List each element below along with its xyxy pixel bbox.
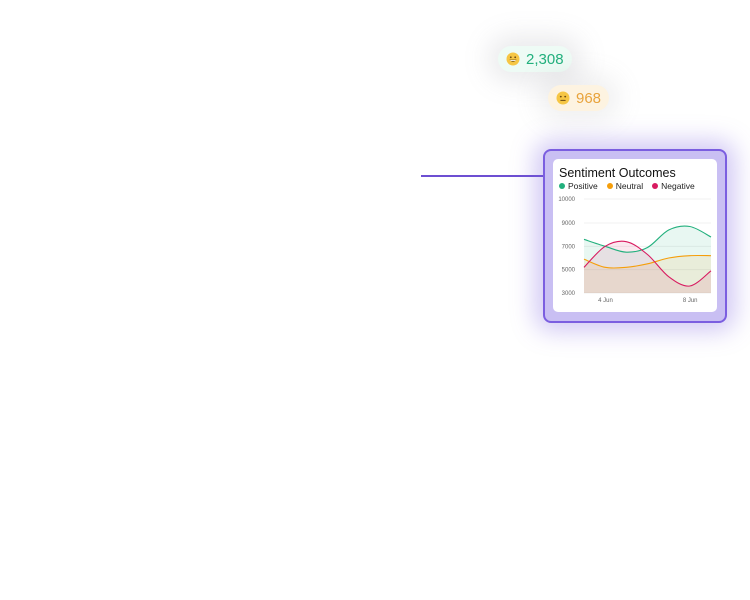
series-area-negative — [584, 241, 711, 293]
chart-legend: Positive Neutral Negative — [559, 181, 695, 191]
y-tick-label: 9000 — [562, 221, 576, 227]
legend-label: Neutral — [615, 181, 644, 191]
positive-count-badge: 2,308 — [498, 46, 572, 72]
legend-item-neutral[interactable]: Neutral — [606, 181, 644, 191]
neutral-count: 968 — [576, 89, 602, 107]
x-tick-label: 4 Jun — [598, 298, 613, 304]
series-area-positive — [584, 226, 711, 293]
series-line-neutral[interactable] — [583, 254, 712, 269]
y-tick-label: 5000 — [562, 268, 576, 274]
y-tick-label: 7000 — [562, 244, 576, 250]
legend-dot-positive — [559, 183, 565, 189]
y-tick-label: 3000 — [562, 291, 576, 297]
sentiment-chart-card[interactable]: Sentiment Outcomes Positive Neutral Negati… — [553, 159, 717, 312]
legend-item-negative[interactable]: Negative — [652, 181, 695, 191]
chart-title: Sentiment Outcomes — [559, 166, 676, 180]
legend-label: Negative — [661, 181, 695, 191]
y-tick-label: 10000 — [558, 197, 575, 203]
positive-count: 2,308 — [526, 50, 564, 68]
legend-label: Positive — [568, 181, 598, 191]
legend-item-positive[interactable]: Positive — [559, 181, 598, 191]
x-tick-label: 8 Jun — [683, 298, 698, 304]
grinning-face-icon — [506, 52, 520, 66]
connector-line — [421, 175, 545, 177]
legend-dot-negative — [652, 183, 659, 189]
neutral-count-badge: 968 — [548, 85, 610, 111]
legend-dot-neutral — [606, 183, 613, 189]
neutral-face-icon — [556, 91, 570, 105]
sentiment-chart: 3000 5000 7000 9000 10000 4 Jun 8 Jun — [558, 197, 712, 304]
series-line-negative[interactable] — [583, 240, 712, 287]
